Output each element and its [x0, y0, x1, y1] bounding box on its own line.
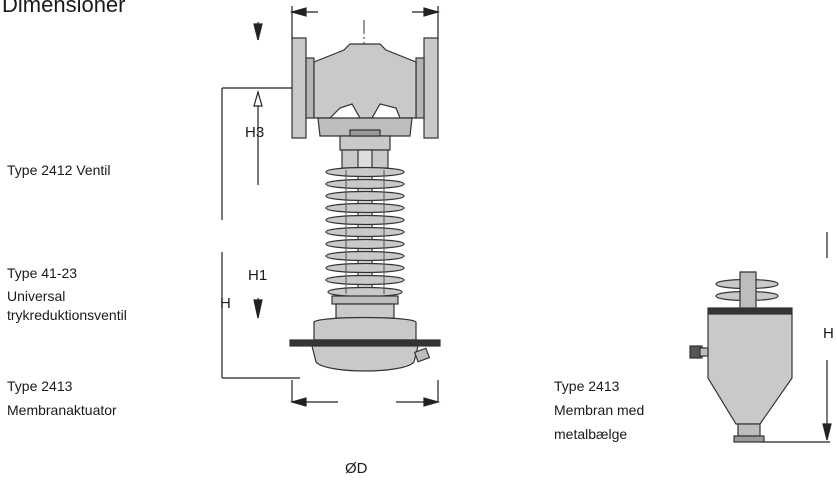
actuator-housing	[289, 316, 441, 372]
dim-label-H-right: H	[823, 325, 834, 342]
regulator-label-line-1: Type 41-23	[7, 265, 78, 281]
actuator-label-line-1: Type 2413	[7, 378, 73, 394]
dimension-lines	[221, 6, 832, 443]
dim-label-D: ØD	[345, 460, 368, 477]
regulator-label-line-2: Universal	[7, 288, 66, 304]
dim-label-H: H	[220, 295, 231, 312]
spring-assembly	[325, 149, 405, 319]
page-title: Dimensioner	[2, 0, 126, 17]
bellows-label-line-2: Membran med	[554, 402, 645, 418]
bellows-label-line-1: Type 2413	[554, 378, 620, 394]
bellows-label-line-3: metalbælge	[554, 426, 628, 442]
bellows-actuator	[689, 271, 793, 443]
dim-label-H1: H1	[248, 267, 268, 284]
valve-label: Type 2412 Ventil	[7, 162, 111, 178]
regulator-label-line-3: trykreduktionsventil	[7, 307, 127, 323]
left-flange	[291, 37, 307, 139]
right-flange	[423, 37, 439, 139]
valve-housing	[313, 43, 417, 119]
actuator-label-line-2: Membranaktuator	[7, 402, 117, 418]
dim-label-H3: H3	[245, 124, 265, 141]
valve-body	[291, 37, 439, 151]
